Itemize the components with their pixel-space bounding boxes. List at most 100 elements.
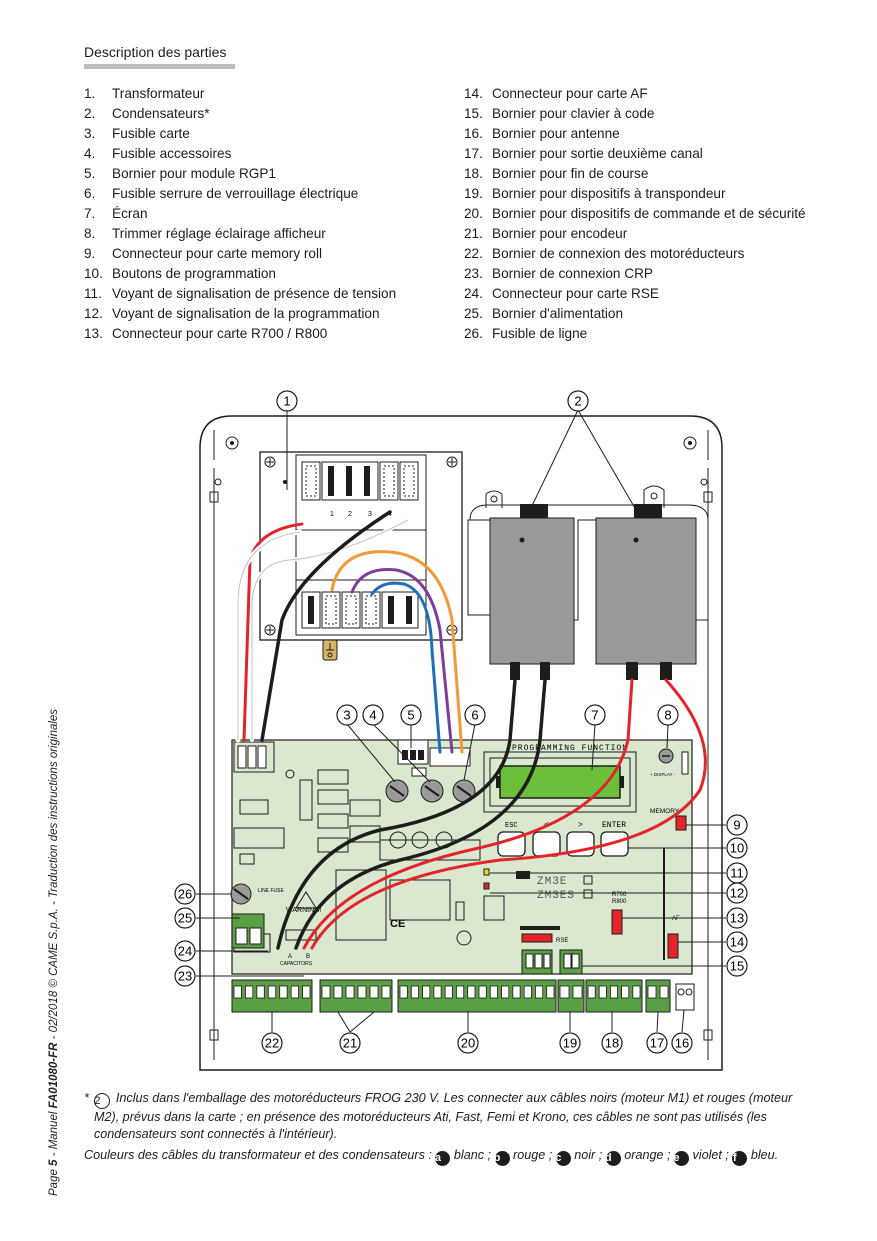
part-number: 3. [84, 126, 96, 141]
transformer-terminal-4: 4 [388, 511, 392, 518]
part-label: Bornier pour sortie deuxième canal [492, 146, 703, 161]
part-item: 13.Connecteur pour carte R700 / R800 [84, 324, 396, 344]
footnote-star: * [84, 1091, 93, 1105]
encoder-terminal [319, 979, 393, 1013]
terminal-slot [422, 985, 431, 999]
footer-page-prefix: Page [48, 1165, 60, 1196]
terminal-slot [587, 985, 596, 999]
esc-label: ESC [505, 822, 518, 830]
capacitors [467, 485, 709, 680]
warning-label: WARNING! [286, 907, 322, 914]
terminal-slot [381, 985, 391, 999]
callout-circle [671, 1032, 693, 1054]
terminal-slot [501, 985, 510, 999]
part-item: 24.Connecteur pour carte RSE [464, 284, 806, 304]
callout-circle [657, 704, 679, 726]
wire-color-letter: e [673, 1151, 689, 1166]
part-item: 14.Connecteur pour carte AF [464, 84, 806, 104]
capacitor-b-label: B [306, 954, 310, 960]
part-label: Bornier pour antenne [492, 126, 620, 141]
part-number: 6. [84, 186, 96, 201]
part-label: Bornier pour fin de course [492, 166, 649, 181]
callout-number: 2 [574, 394, 581, 409]
right-arrow-label: > [578, 821, 583, 830]
part-label: Voyant de signalisation de la programmat… [112, 306, 380, 321]
model-zm3es: ZM3ES [537, 890, 575, 902]
part-item: 18.Bornier pour fin de course [464, 164, 806, 184]
part-label: Fusible de ligne [492, 326, 588, 341]
part-number: 16. [464, 126, 483, 141]
page-footer-vertical: Page 5 - Manuel FA01080-FR - 02/2018 © C… [48, 709, 60, 1196]
part-number: 5. [84, 166, 96, 181]
wire-black-cap2 [294, 678, 547, 950]
callout-circle [584, 704, 606, 726]
part-label: Bornier pour dispositifs à transpondeur [492, 186, 726, 201]
transformer: 1 2 3 4 [259, 451, 463, 661]
rse-connector [521, 933, 553, 943]
part-label: Transformateur [112, 86, 205, 101]
callout-circle [559, 1032, 581, 1054]
terminal-slot [444, 985, 453, 999]
screw-hole-top-right [683, 436, 697, 450]
callout-number: 12 [730, 886, 744, 901]
part-item: 25.Bornier d'alimentation [464, 304, 806, 324]
part-item: 6.Fusible serrure de verrouillage électr… [84, 184, 396, 204]
part-label: Bornier pour module RGP1 [112, 166, 276, 181]
part-number: 15. [464, 106, 483, 121]
callout-circle [276, 390, 298, 412]
footer-manual-code: FA01080-FR [48, 1042, 60, 1109]
part-item: 21.Bornier pour encodeur [464, 224, 806, 244]
terminal-slot [256, 985, 265, 999]
callout-circle [261, 1032, 283, 1054]
callout-number: 25 [178, 911, 192, 926]
circuit-board: CE WARNING! CAPACITORS A B LINE FUSE PRO… [230, 739, 693, 975]
left-button [532, 831, 561, 857]
callout-circle [336, 704, 358, 726]
part-number: 14. [464, 86, 483, 101]
wiring [235, 510, 707, 950]
wire-colors-intro: Couleurs des câbles du transformateur et… [84, 1148, 436, 1162]
callout-number: 23 [178, 969, 192, 984]
part-label: Connecteur pour carte memory roll [112, 246, 323, 261]
capacitor-a-label: A [288, 954, 292, 960]
callout-circle [726, 882, 748, 904]
r700-r800-connector [611, 909, 623, 935]
callout-number: 11 [730, 866, 744, 881]
part-number: 26. [464, 326, 483, 341]
callout-circle [726, 814, 748, 836]
callout-circle [362, 704, 384, 726]
wire-black-cap1 [276, 678, 517, 950]
terminal-slot [489, 985, 498, 999]
wire-color-name: orange ; [620, 1148, 674, 1162]
programming-function-label: PROGRAMMING FUNCTION [512, 744, 628, 753]
terminal-slot [290, 985, 299, 999]
part-label: Bornier pour clavier à code [492, 106, 655, 121]
callout-circle [726, 907, 748, 929]
callout-number: 7 [591, 708, 598, 723]
capacitors-label: CAPACITORS [280, 961, 313, 967]
callout-number: 8 [664, 708, 671, 723]
callout-number: 9 [733, 818, 740, 833]
terminal-slot [512, 985, 521, 999]
part-number: 8. [84, 226, 96, 241]
part-number: 12. [84, 306, 103, 321]
terminal-slot [357, 985, 367, 999]
part-label: Fusible accessoires [112, 146, 232, 161]
wire-violet [350, 567, 454, 754]
terminal-slot [523, 985, 532, 999]
terminal-slot [245, 985, 254, 999]
programming-led [483, 882, 490, 890]
part-number: 4. [84, 146, 96, 161]
part-item: 5. Bornier pour module RGP1 [84, 164, 396, 184]
part-item: 8.Trimmer réglage éclairage afficheur [84, 224, 396, 244]
part-number: 17. [464, 146, 483, 161]
wire-red-cap1 [302, 678, 634, 950]
footnote-capacitors: * 2 Inclus dans l'emballage des motorédu… [84, 1090, 804, 1143]
part-label: Boutons de programmation [112, 266, 276, 281]
terminal-slot [610, 985, 619, 999]
callout-circle [457, 1032, 479, 1054]
part-label: Bornier pour dispositifs de commande et … [492, 206, 806, 221]
part-item: 3.Fusible carte [84, 124, 396, 144]
callout-number: 16 [675, 1036, 689, 1051]
part-item: 12. Voyant de signalisation de la program… [84, 304, 396, 324]
